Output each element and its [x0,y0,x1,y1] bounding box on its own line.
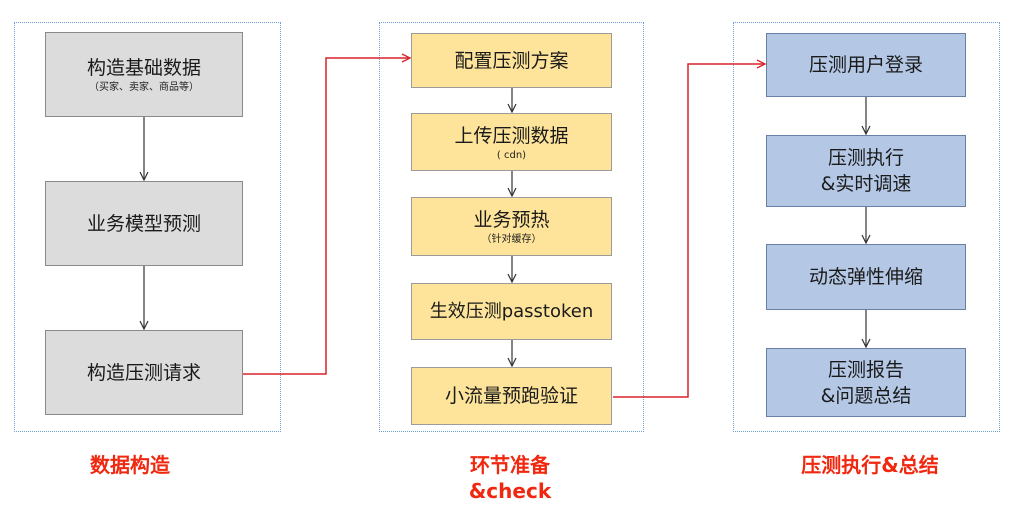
step-upload-test-data-note: ( cdn) [496,149,527,161]
caption-preparation-line1: 环节准备 [470,453,550,477]
caption-preparation-line2: &check [468,479,552,503]
step-test-user-login-title: 压测用户登录 [808,54,923,76]
step-activate-passtoken: 生效压测passtoken [411,283,612,340]
step-upload-test-data: 上传压测数据 ( cdn) [411,113,612,171]
step-configure-test-plan: 配置压测方案 [411,33,612,88]
step-test-execution-line1: 压测执行 [827,147,904,169]
step-small-traffic-verify: 小流量预跑验证 [411,367,612,425]
step-test-user-login: 压测用户登录 [766,33,966,97]
step-business-warmup-title: 业务预热 [473,209,550,231]
step-build-test-requests: 构造压测请求 [45,330,243,415]
step-test-report-line2: &问题总结 [820,384,912,407]
step-build-base-data: 构造基础数据 （买家、卖家、商品等） [45,32,243,117]
step-test-execution-line2: &实时调速 [820,173,912,195]
step-test-execution: 压测执行 &实时调速 [766,135,966,207]
step-test-report: 压测报告 &问题总结 [766,348,966,417]
step-business-model-forecast-title: 业务模型预测 [86,212,201,235]
caption-execution-summary: 压测执行&总结 [801,453,939,477]
step-elastic-scaling: 动态弹性伸缩 [766,244,966,310]
step-build-test-requests-title: 构造压测请求 [86,361,201,384]
step-configure-test-plan-title: 配置压测方案 [454,49,569,72]
step-upload-test-data-title: 上传压测数据 [454,124,569,147]
step-activate-passtoken-title: 生效压测passtoken [429,301,594,322]
step-small-traffic-verify-title: 小流量预跑验证 [444,385,578,407]
step-build-base-data-title: 构造基础数据 [86,57,201,79]
panel-preparation [379,22,644,432]
step-test-report-line1: 压测报告 [827,358,904,381]
arrow-data-to-prep [243,58,410,375]
panel-data-construction [14,22,281,432]
step-elastic-scaling-title: 动态弹性伸缩 [808,266,923,288]
step-build-base-data-note: （买家、卖家、商品等） [89,82,199,93]
caption-data-construction: 数据构造 [90,453,170,477]
panel-execution [733,22,1000,432]
arrow-prep-to-exec [613,64,765,398]
step-business-model-forecast: 业务模型预测 [45,181,243,266]
step-business-warmup: 业务预热 （针对缓存） [411,197,612,256]
step-business-warmup-note: （针对缓存） [481,234,542,245]
